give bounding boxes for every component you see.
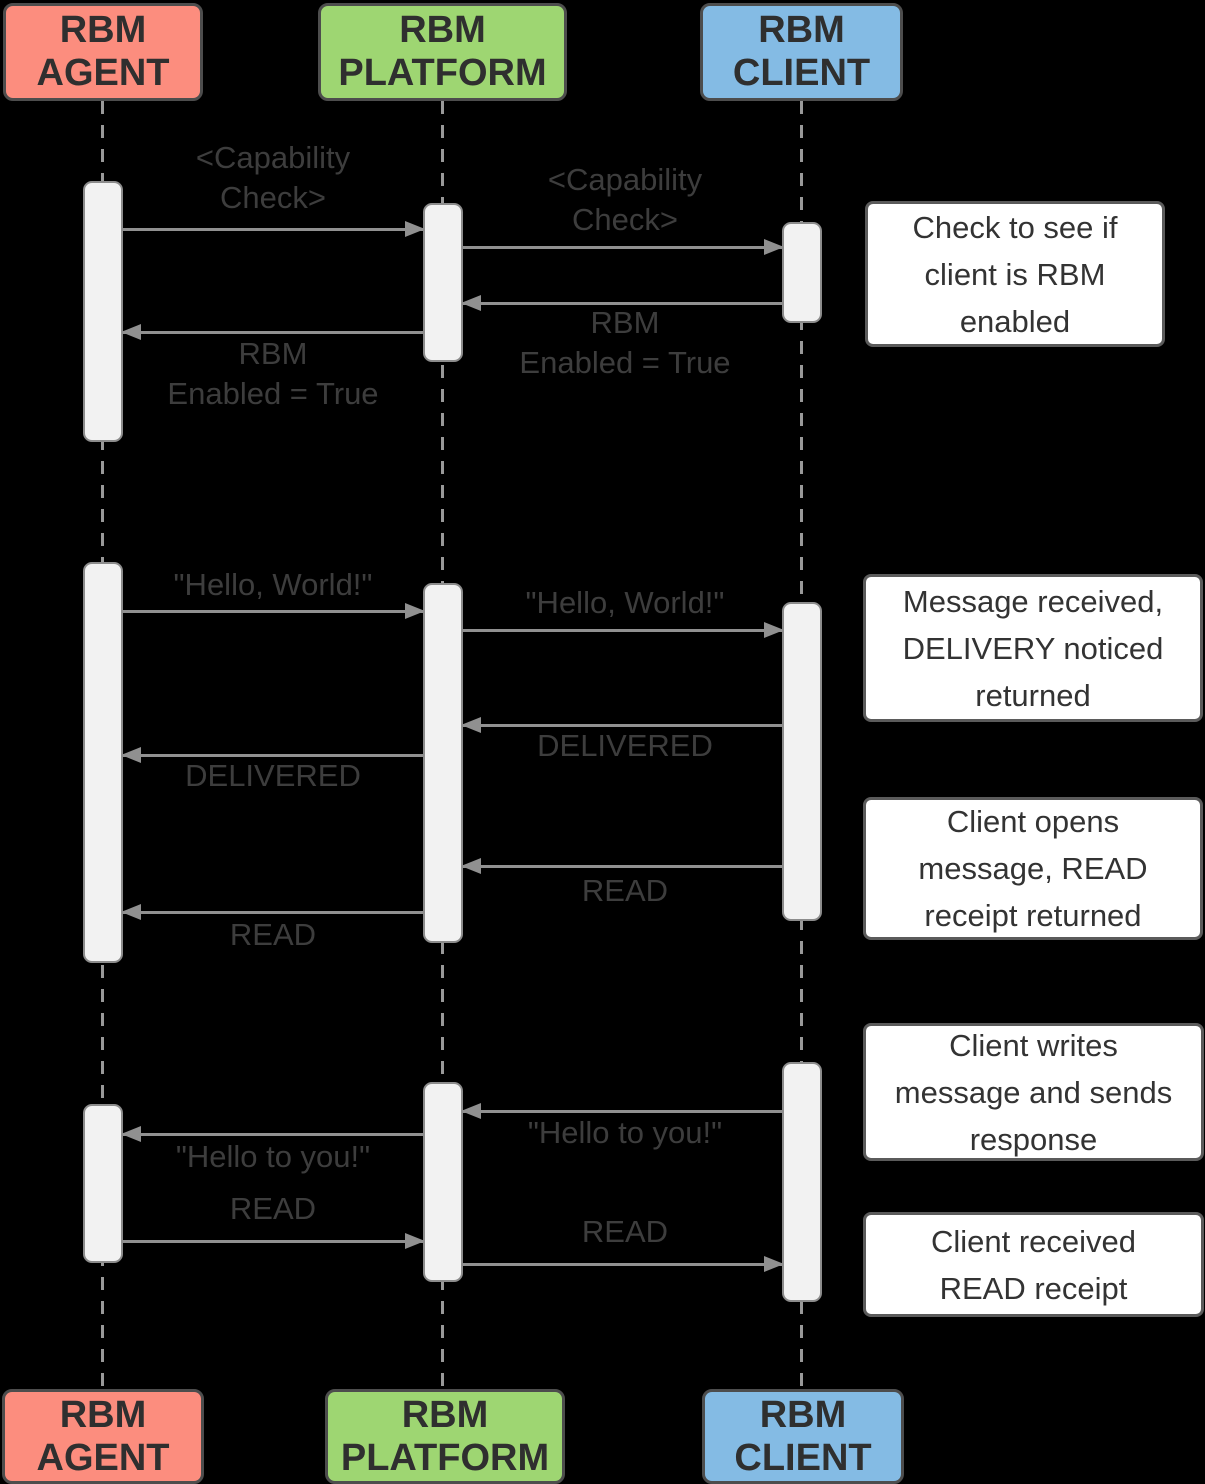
arrowhead-icon [764,622,784,638]
label-capability-check-1: <Capability Check> [195,140,351,215]
arrowhead-icon [121,1126,141,1142]
label-read-right: READ [581,873,669,908]
arrowhead-icon [121,747,141,763]
platform-activation-bar [423,203,463,362]
note-client-opens-message: Client opens message, READ receipt retur… [863,797,1203,940]
label-hello-to-you-left: "Hello to you!" [175,1139,371,1174]
arrow-read-platform-to-client [463,1256,784,1272]
arrow-hello-world-agent-to-platform [123,603,425,619]
arrow-rbm-enabled-client-to-platform [461,295,782,311]
arrowhead-icon [405,221,425,237]
client-activation-bar [782,222,822,323]
actor-rbm-client-bottom: RBM CLIENT [702,1389,904,1484]
note-client-writes-message: Client writes message and sends response [863,1023,1204,1161]
actor-rbm-agent-bottom: RBM AGENT [2,1389,204,1484]
label-read-right-response: READ [581,1214,669,1249]
client-activation-bar [782,602,822,921]
label-hello-to-you-right: "Hello to you!" [527,1115,723,1150]
label-rbm-enabled-right: RBM Enabled = True [519,305,731,380]
actor-rbm-platform-top: RBM PLATFORM [318,3,567,101]
agent-activation-bar [83,1104,123,1263]
label-read-left-response: READ [229,1191,317,1226]
platform-activation-bar [423,1082,463,1282]
agent-activation-bar [83,181,123,442]
arrow-capability-check-platform-to-client [463,239,784,255]
arrowhead-icon [121,324,141,340]
arrow-hello-world-platform-to-client [463,622,784,638]
label-hello-world-right: "Hello, World!" [525,585,725,620]
label-delivered-left: DELIVERED [185,758,361,793]
arrowhead-icon [461,295,481,311]
arrow-capability-check-agent-to-platform [123,221,425,237]
arrowhead-icon [461,717,481,733]
label-rbm-enabled-left: RBM Enabled = True [167,336,379,411]
label-capability-check-2: <Capability Check> [547,162,703,237]
client-activation-bar [782,1062,822,1302]
arrowhead-icon [405,1233,425,1249]
actor-rbm-platform-bottom: RBM PLATFORM [325,1389,565,1484]
arrowhead-icon [461,858,481,874]
arrow-read-client-to-platform [461,858,782,874]
note-message-received: Message received, DELIVERY noticed retur… [863,574,1203,722]
arrowhead-icon [121,904,141,920]
note-capability-check: Check to see if client is RBM enabled [865,201,1165,347]
arrow-read-agent-to-platform [123,1233,425,1249]
arrowhead-icon [764,239,784,255]
arrowhead-icon [461,1103,481,1119]
arrow-hello-to-you-client-to-platform [461,1103,782,1119]
agent-activation-bar [83,562,123,963]
arrow-hello-to-you-platform-to-agent [121,1126,423,1142]
platform-activation-bar [423,583,463,943]
arrow-read-platform-to-agent [121,904,423,920]
note-client-received-read: Client received READ receipt [863,1212,1204,1317]
arrow-rbm-enabled-platform-to-agent [121,324,423,340]
arrow-delivered-platform-to-agent [121,747,423,763]
label-hello-world-left: "Hello, World!" [173,567,373,602]
label-delivered-right: DELIVERED [537,728,713,763]
arrow-delivered-client-to-platform [461,717,782,733]
actor-rbm-client-top: RBM CLIENT [700,3,903,101]
label-read-left: READ [229,917,317,952]
actor-rbm-agent-top: RBM AGENT [3,3,203,101]
arrowhead-icon [764,1256,784,1272]
arrowhead-icon [405,603,425,619]
